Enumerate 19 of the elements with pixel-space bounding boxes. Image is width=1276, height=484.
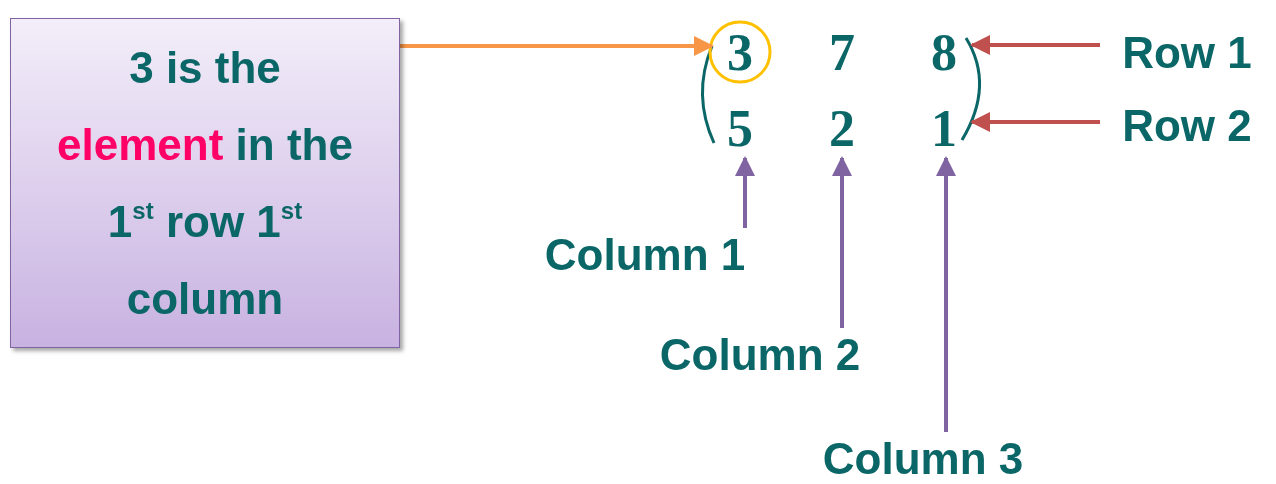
text-box <box>10 18 400 348</box>
arrow <box>970 35 1100 55</box>
matrix-entry: 3 <box>727 22 753 82</box>
arrow <box>832 156 852 328</box>
matrix-entry: 5 <box>727 98 753 158</box>
matrix-entry: 1 <box>931 98 957 158</box>
arrow <box>936 156 956 432</box>
description-text: 3 is the element in the 1$^{st}$ row 1$^{st}$ column <box>56 42 354 325</box>
arrow <box>735 156 755 228</box>
matrix-entry: 7 <box>829 22 855 82</box>
matrix-label: Column 2 <box>659 330 861 380</box>
arrow <box>970 112 1100 132</box>
matrix-entry: 2 <box>829 98 855 158</box>
matrix-label: Column 1 <box>544 230 746 280</box>
matrix-entry: 8 <box>931 22 957 82</box>
matrix-label: Row 1 <box>1122 28 1252 78</box>
arrow <box>400 36 714 56</box>
matrix-label: Row 2 <box>1122 101 1252 151</box>
matrix-label: Column 3 <box>822 434 1024 484</box>
